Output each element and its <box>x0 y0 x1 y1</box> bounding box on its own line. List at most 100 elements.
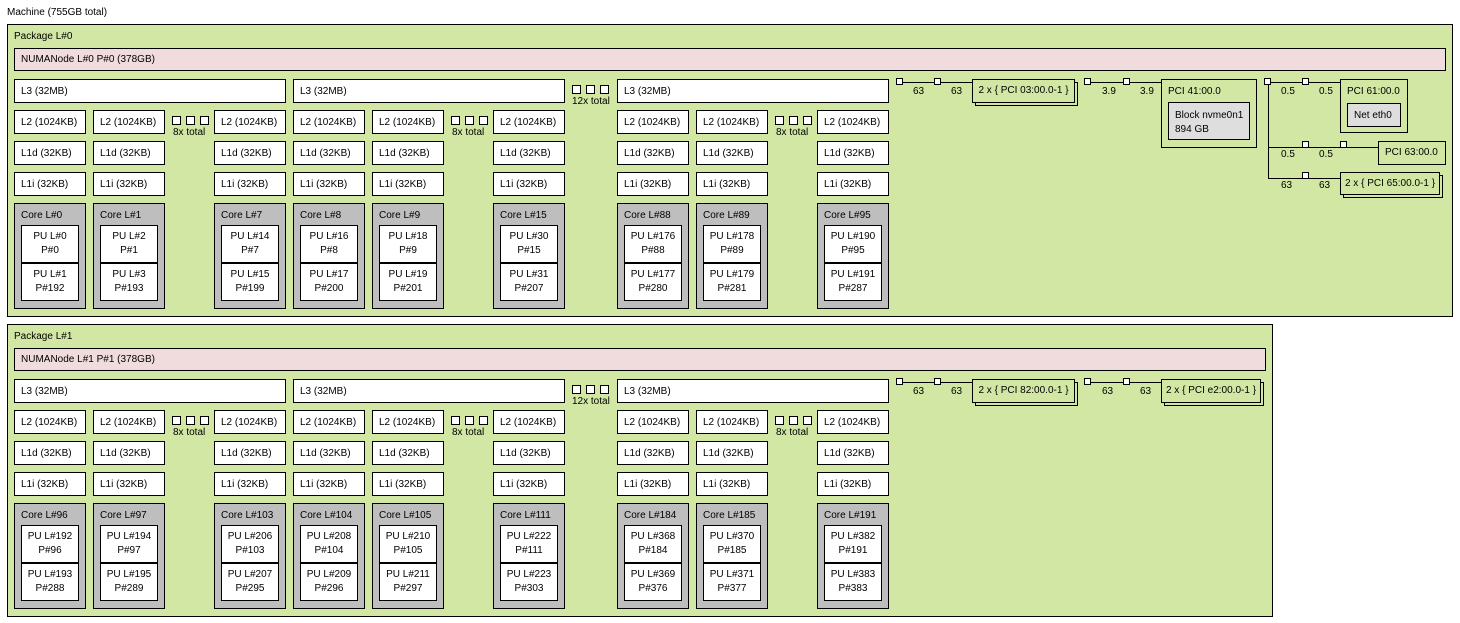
pu-physical-index: P#95 <box>841 244 864 258</box>
pu-box: PU L#178P#89 <box>703 225 761 263</box>
pu-physical-index: P#288 <box>36 582 65 596</box>
l3-total-label: 12x total <box>572 96 610 107</box>
collapsed-l2-marker <box>465 416 474 425</box>
link-speed: 0.5 <box>1319 149 1333 160</box>
l1d-cache: L1d (32KB) <box>93 441 165 465</box>
pu-logical-index: PU L#370 <box>710 530 754 544</box>
l2-cache: L2 (1024KB) <box>93 410 165 434</box>
pu-physical-index: P#297 <box>394 582 423 596</box>
l2-cache: L2 (1024KB) <box>617 410 689 434</box>
pu-box: PU L#19P#201 <box>379 263 437 301</box>
pu-logical-index: PU L#176 <box>631 230 675 244</box>
collapsed-l3-marker <box>572 385 581 394</box>
link-speed: 63 <box>951 386 962 397</box>
l1i-cache: L1i (32KB) <box>293 472 365 496</box>
pu-logical-index: PU L#31 <box>510 268 549 282</box>
l1i-cache: L1i (32KB) <box>617 172 689 196</box>
l1d-cache: L1d (32KB) <box>214 141 286 165</box>
collapsed-l2-marker <box>789 116 798 125</box>
pci-bridge <box>934 78 941 85</box>
l1d-cache: L1d (32KB) <box>493 141 565 165</box>
pu-logical-index: PU L#223 <box>507 568 551 582</box>
l1i-cache: L1i (32KB) <box>493 172 565 196</box>
pu-physical-index: P#111 <box>515 544 542 558</box>
pci-device-label: PCI 41:00.0 <box>1168 86 1221 97</box>
pu-logical-index: PU L#369 <box>631 568 675 582</box>
pci-bridge <box>896 378 903 385</box>
pu-physical-index: P#295 <box>236 582 265 596</box>
pu-logical-index: PU L#3 <box>112 268 145 282</box>
l1i-cache: L1i (32KB) <box>617 472 689 496</box>
collapsed-l2-marker <box>803 416 812 425</box>
l1i-cache: L1i (32KB) <box>817 172 889 196</box>
pu-box: PU L#3P#193 <box>100 263 158 301</box>
core-label: Core L#9 <box>379 210 420 221</box>
l2-cache: L2 (1024KB) <box>14 110 86 134</box>
link-speed: 63 <box>1319 180 1330 191</box>
l2-cache: L2 (1024KB) <box>372 110 444 134</box>
l1d-cache: L1d (32KB) <box>14 441 86 465</box>
pu-box: PU L#371P#377 <box>703 563 761 601</box>
pu-box: PU L#30P#15 <box>500 225 558 263</box>
l1i-cache: L1i (32KB) <box>372 472 444 496</box>
pu-physical-index: P#207 <box>515 282 544 296</box>
pci-bridge <box>1123 78 1130 85</box>
net-device-name: Net eth0 <box>1354 110 1392 121</box>
collapsed-l2-marker <box>789 416 798 425</box>
l3-total-label: 12x total <box>572 396 610 407</box>
numa-node <box>14 348 1266 371</box>
l1d-cache: L1d (32KB) <box>696 141 768 165</box>
pu-logical-index: PU L#191 <box>831 268 875 282</box>
l1d-cache: L1d (32KB) <box>214 441 286 465</box>
l3-cache: L3 (32MB) <box>617 79 889 103</box>
l1d-cache: L1d (32KB) <box>817 441 889 465</box>
pu-box: PU L#208P#104 <box>300 525 358 563</box>
collapsed-l3-marker <box>586 385 595 394</box>
io-link <box>1268 82 1269 179</box>
io-link <box>1268 147 1378 148</box>
pu-physical-index: P#103 <box>236 544 265 558</box>
pu-box: PU L#192P#96 <box>21 525 79 563</box>
l1d-cache: L1d (32KB) <box>293 141 365 165</box>
pu-logical-index: PU L#30 <box>510 230 549 244</box>
pu-box: PU L#222P#111 <box>500 525 558 563</box>
collapsed-l2-marker <box>479 416 488 425</box>
pu-logical-index: PU L#0 <box>33 230 66 244</box>
l1i-cache: L1i (32KB) <box>293 172 365 196</box>
numa-label: NUMANode L#0 P#0 (378GB) <box>21 54 155 65</box>
pu-box: PU L#207P#295 <box>221 563 279 601</box>
l2-total-label: 8x total <box>776 427 808 438</box>
pu-physical-index: P#104 <box>315 544 344 558</box>
l3-cache: L3 (32MB) <box>293 379 565 403</box>
pci-bridge <box>1084 78 1091 85</box>
collapsed-l2-marker <box>200 416 209 425</box>
pu-box: PU L#191P#287 <box>824 263 882 301</box>
l2-cache: L2 (1024KB) <box>817 410 889 434</box>
pu-box: PU L#18P#9 <box>379 225 437 263</box>
pu-box: PU L#17P#200 <box>300 263 358 301</box>
collapsed-l2-marker <box>451 116 460 125</box>
pu-logical-index: PU L#206 <box>228 530 272 544</box>
pu-physical-index: P#287 <box>839 282 868 296</box>
l1d-cache: L1d (32KB) <box>696 441 768 465</box>
pu-physical-index: P#191 <box>839 544 868 558</box>
l3-cache: L3 (32MB) <box>293 79 565 103</box>
pu-physical-index: P#1 <box>120 244 138 258</box>
l1d-cache: L1d (32KB) <box>493 441 565 465</box>
pci-device-stack-label: 2 x { PCI 03:00.0-1 } <box>972 85 1075 96</box>
pu-physical-index: P#89 <box>720 244 743 258</box>
machine-label: Machine (755GB total) <box>7 7 107 18</box>
pu-logical-index: PU L#193 <box>28 568 72 582</box>
pu-box: PU L#16P#8 <box>300 225 358 263</box>
pu-box: PU L#31P#207 <box>500 263 558 301</box>
pu-logical-index: PU L#14 <box>231 230 270 244</box>
pu-box: PU L#190P#95 <box>824 225 882 263</box>
l2-cache: L2 (1024KB) <box>493 110 565 134</box>
pu-physical-index: P#199 <box>236 282 265 296</box>
l2-cache: L2 (1024KB) <box>93 110 165 134</box>
pu-logical-index: PU L#222 <box>507 530 551 544</box>
l2-total-label: 8x total <box>452 127 484 138</box>
pu-physical-index: P#303 <box>515 582 544 596</box>
pci-bridge <box>1264 78 1271 85</box>
pu-logical-index: PU L#192 <box>28 530 72 544</box>
